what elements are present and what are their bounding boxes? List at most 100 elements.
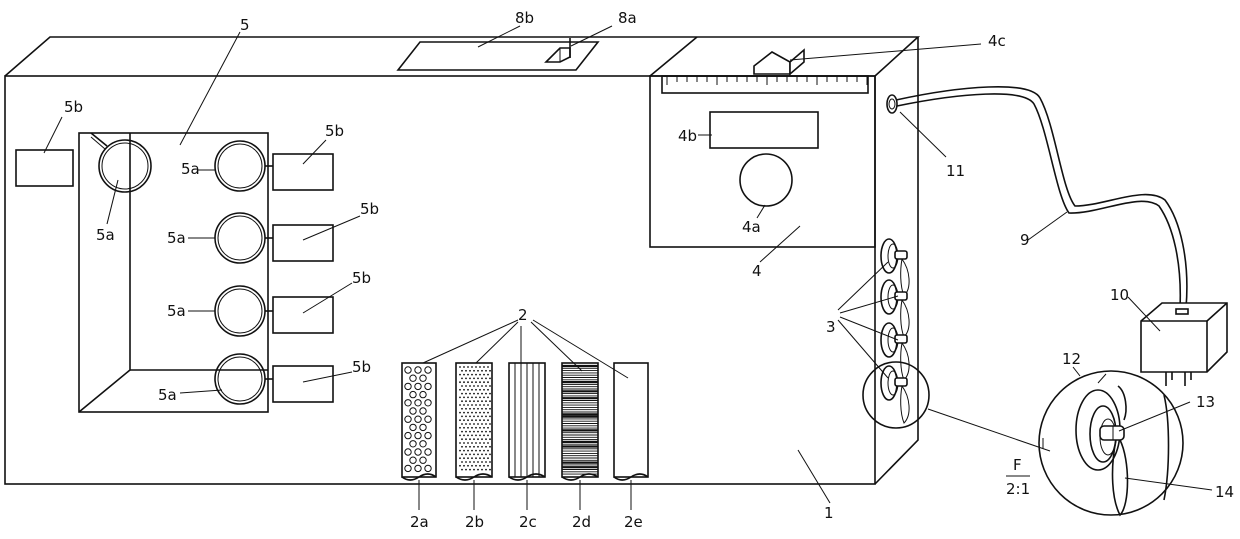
- strip-2e: [614, 363, 648, 477]
- pattern-dot: [459, 427, 461, 429]
- pattern-dot: [473, 431, 475, 433]
- pattern-circle: [410, 375, 416, 381]
- pattern-dot: [481, 416, 483, 418]
- label-5b-2: 5b: [360, 200, 379, 218]
- pattern-dot: [475, 374, 477, 376]
- pattern-dot: [477, 400, 479, 402]
- pattern-dot: [475, 465, 477, 467]
- pattern-circle: [405, 383, 411, 389]
- pattern-dot: [471, 374, 473, 376]
- pattern-dot: [465, 446, 467, 448]
- pattern-dot: [487, 457, 489, 459]
- pattern-dot: [469, 408, 471, 410]
- pattern-circle: [415, 400, 421, 406]
- pattern-dot: [463, 412, 465, 414]
- pattern-dot: [473, 378, 475, 380]
- pattern-dot: [483, 404, 485, 406]
- pattern-dot: [473, 469, 475, 471]
- pattern-dot: [479, 404, 481, 406]
- pattern-dot: [471, 412, 473, 414]
- pattern-dot: [475, 435, 477, 437]
- pattern-dot: [473, 423, 475, 425]
- pattern-dot: [459, 381, 461, 383]
- pattern-dot: [461, 385, 463, 387]
- pattern-dot: [475, 389, 477, 391]
- pattern-dot: [485, 370, 487, 372]
- pattern-dot: [459, 389, 461, 391]
- label-detail-f: F: [1013, 456, 1022, 474]
- label-11: 11: [946, 162, 965, 180]
- pattern-dot: [469, 469, 471, 471]
- pattern-dot: [479, 381, 481, 383]
- pattern-circle: [405, 465, 411, 471]
- pattern-dot: [469, 378, 471, 380]
- pattern-dot: [473, 370, 475, 372]
- pattern-circle: [410, 424, 416, 430]
- pattern-dot: [467, 412, 469, 414]
- pattern-dot: [481, 423, 483, 425]
- pattern-circle: [420, 375, 426, 381]
- pattern-dot: [459, 397, 461, 399]
- pattern-circle: [420, 457, 426, 463]
- pattern-dot: [485, 431, 487, 433]
- pattern-dot: [485, 385, 487, 387]
- pattern-dot: [485, 454, 487, 456]
- pattern-dot: [461, 431, 463, 433]
- pattern-dot: [481, 378, 483, 380]
- label-5a-3: 5a: [167, 302, 186, 320]
- pattern-dot: [469, 423, 471, 425]
- pattern-dot: [471, 419, 473, 421]
- pattern-circle: [410, 408, 416, 414]
- pattern-circle: [410, 441, 416, 447]
- label-2e: 2e: [624, 513, 643, 531]
- pattern-dot: [489, 431, 491, 433]
- label-5a-1: 5a: [181, 160, 200, 178]
- pattern-dot: [463, 427, 465, 429]
- label-8a: 8a: [618, 9, 637, 27]
- pattern-dot: [475, 427, 477, 429]
- pattern-dot: [467, 389, 469, 391]
- pattern-dot: [471, 366, 473, 368]
- pattern-dot: [459, 450, 461, 452]
- pattern-dot: [465, 400, 467, 402]
- pattern-dot: [459, 366, 461, 368]
- pattern-dot: [481, 461, 483, 463]
- label-12: 12: [1062, 350, 1081, 368]
- panel-4: [650, 44, 981, 262]
- pattern-dot: [489, 408, 491, 410]
- pattern-dot: [475, 404, 477, 406]
- label-5b-3: 5b: [352, 269, 371, 287]
- pattern-dot: [489, 454, 491, 456]
- pattern-dot: [473, 393, 475, 395]
- label-4: 4: [752, 262, 762, 280]
- pattern-dot: [487, 389, 489, 391]
- pattern-dot: [475, 412, 477, 414]
- pattern-dot: [467, 442, 469, 444]
- reference-labels: 5 5b 5a 5a 5a 5a 5a 5b 5b 5b 5b 8b 8a 4c…: [64, 9, 1234, 531]
- label-2b: 2b: [465, 513, 484, 531]
- pattern-dot: [479, 457, 481, 459]
- pattern-dot: [477, 393, 479, 395]
- pattern-circle: [415, 432, 421, 438]
- pattern-circle: [415, 465, 421, 471]
- pattern-dot: [461, 461, 463, 463]
- pattern-dot: [465, 378, 467, 380]
- pattern-circle: [425, 400, 431, 406]
- pattern-dot: [479, 374, 481, 376]
- pattern-dot: [475, 381, 477, 383]
- pattern-dot: [483, 412, 485, 414]
- pattern-dot: [489, 370, 491, 372]
- pattern-dot: [471, 450, 473, 452]
- pattern-dot: [469, 416, 471, 418]
- pattern-circle: [410, 391, 416, 397]
- pattern-dot: [487, 374, 489, 376]
- pattern-dot: [487, 427, 489, 429]
- pattern-dot: [463, 366, 465, 368]
- pattern-dot: [463, 419, 465, 421]
- label-1: 1: [824, 504, 834, 522]
- pattern-dot: [483, 419, 485, 421]
- pattern-dot: [489, 393, 491, 395]
- label-5: 5: [240, 16, 250, 34]
- pattern-dot: [487, 412, 489, 414]
- power-cable: [887, 87, 1227, 386]
